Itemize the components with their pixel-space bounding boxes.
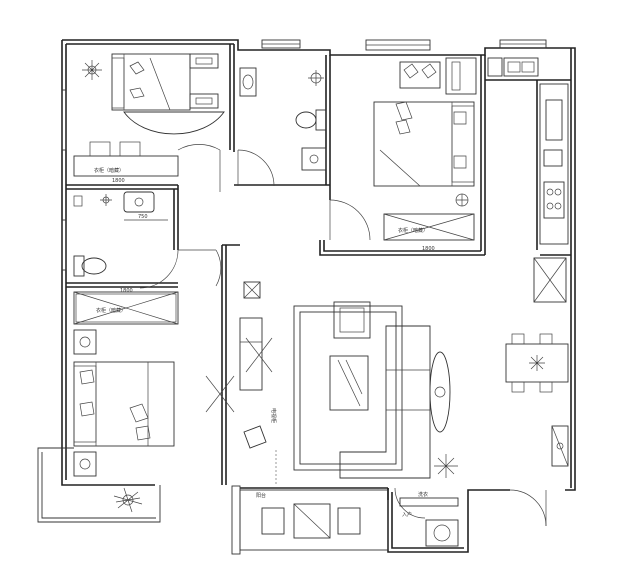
- fixture-icon: [100, 194, 112, 206]
- kitchen-sink: [503, 57, 539, 77]
- closet-label-top-left: 衣柜（暗藏）: [94, 167, 124, 174]
- tv-cabinet-label: 电视柜: [270, 408, 277, 423]
- toilet-left: [81, 257, 107, 275]
- closet-label-master: 衣柜（暗藏）: [398, 227, 428, 234]
- dim-mid-left: 1800: [120, 288, 133, 294]
- tv-cabinet: [239, 317, 263, 391]
- living-room: 电视柜: [205, 281, 458, 486]
- desk-top-left: [73, 155, 179, 177]
- bathroom-left: 750: [73, 191, 168, 277]
- range-hood: [545, 99, 563, 141]
- dim-master: 1800: [422, 246, 435, 252]
- plant-icon: [529, 355, 545, 371]
- dining-area: [505, 257, 569, 467]
- bedroom-top-left: 衣柜（暗藏） 1800: [73, 53, 225, 184]
- armchair: [333, 301, 371, 339]
- side-table: [429, 351, 451, 433]
- fridge: [487, 57, 503, 77]
- side-cabinet: [551, 425, 569, 467]
- round-rug: [123, 111, 225, 135]
- shoe-cabinet: [243, 281, 261, 299]
- wine-cabinet: [533, 257, 567, 303]
- balcony-bottom: 阳台 洗衣 入户: [231, 485, 459, 555]
- vanity-top: [239, 67, 257, 97]
- living-rug: [293, 305, 403, 471]
- plant-icon: [434, 454, 458, 478]
- sofa: [339, 325, 431, 479]
- bed-bottom-left: [73, 361, 175, 447]
- sink-left: [123, 191, 155, 213]
- sink-top: [301, 147, 327, 171]
- balcony-chair-1: [261, 507, 285, 535]
- interior-walls: [66, 44, 571, 500]
- chair-master: [399, 61, 441, 89]
- laundry-label: 洗衣: [418, 491, 428, 498]
- doors: [139, 144, 547, 527]
- desk-master: [445, 57, 477, 95]
- master-bedroom: 衣柜（暗藏） 1800: [373, 57, 477, 252]
- laundry-counter: [399, 497, 459, 507]
- toilet-top: [295, 111, 317, 129]
- closet-bottom-left: [73, 291, 179, 325]
- washing-machine: [425, 519, 459, 547]
- bathroom-top: [239, 67, 327, 171]
- dim-bath: 750: [138, 214, 148, 220]
- entry-label: 入户: [402, 511, 412, 518]
- dim-top-left: 1800: [112, 178, 125, 184]
- stove-2: [543, 181, 565, 219]
- closet-label-mid-left: 衣柜（暗藏）: [96, 307, 126, 314]
- toilet-tank-left: [73, 255, 85, 277]
- balcony-chair-2: [337, 507, 361, 535]
- bedroom-bottom-left: 衣柜（暗藏） 1800: [73, 288, 179, 513]
- balcony-table: [293, 503, 331, 539]
- plant-icon: [113, 487, 143, 513]
- bed-master: [373, 101, 475, 187]
- plant-icon: [82, 60, 102, 80]
- coffee-table: [329, 355, 369, 411]
- balcony-label: 阳台: [256, 492, 266, 499]
- kitchen: [487, 57, 569, 245]
- closet-master: [383, 213, 475, 241]
- dining-table: [505, 343, 569, 383]
- exterior-walls: [37, 39, 576, 553]
- stove-1: [543, 149, 563, 167]
- entry-stool: [243, 425, 267, 449]
- counter: [539, 83, 569, 245]
